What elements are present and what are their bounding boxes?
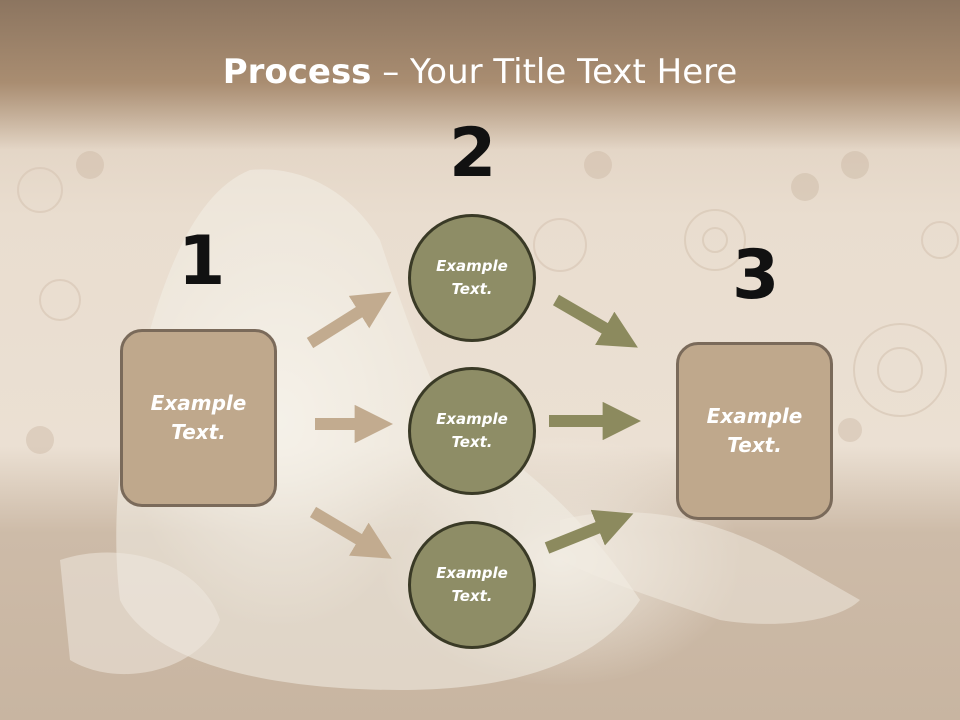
header-band bbox=[0, 0, 960, 150]
step-number-1: 1 bbox=[178, 222, 226, 301]
step-3-line2: Text. bbox=[727, 433, 782, 457]
title-bold: Process bbox=[222, 52, 372, 92]
circle-top-line1: Example bbox=[436, 257, 508, 275]
step-1-line1: Example bbox=[150, 391, 247, 415]
arrow-right-up bbox=[552, 294, 638, 348]
step-2-circle-middle: Example Text. bbox=[408, 367, 536, 495]
title-rest: – Your Title Text Here bbox=[371, 52, 738, 92]
step-number-2: 2 bbox=[449, 114, 497, 193]
step-1-line2: Text. bbox=[171, 420, 226, 444]
arrow-left-down bbox=[309, 506, 392, 559]
circle-top-line2: Text. bbox=[451, 280, 493, 298]
step-3-line1: Example bbox=[706, 404, 803, 428]
circle-bottom-line2: Text. bbox=[451, 587, 493, 605]
circle-middle-line2: Text. bbox=[451, 433, 493, 451]
step-2-circle-bottom: Example Text. bbox=[408, 521, 536, 649]
arrow-left-up bbox=[306, 291, 392, 349]
circle-middle-line1: Example bbox=[436, 410, 508, 428]
step-2-circle-top: Example Text. bbox=[408, 214, 536, 342]
step-number-3: 3 bbox=[732, 236, 780, 315]
circle-bottom-line1: Example bbox=[436, 564, 508, 582]
step-1-box: Example Text. bbox=[120, 329, 277, 507]
arrow-right-down bbox=[544, 509, 634, 554]
slide-title: Process – Your Title Text Here bbox=[0, 52, 960, 92]
step-3-box: Example Text. bbox=[676, 342, 833, 520]
